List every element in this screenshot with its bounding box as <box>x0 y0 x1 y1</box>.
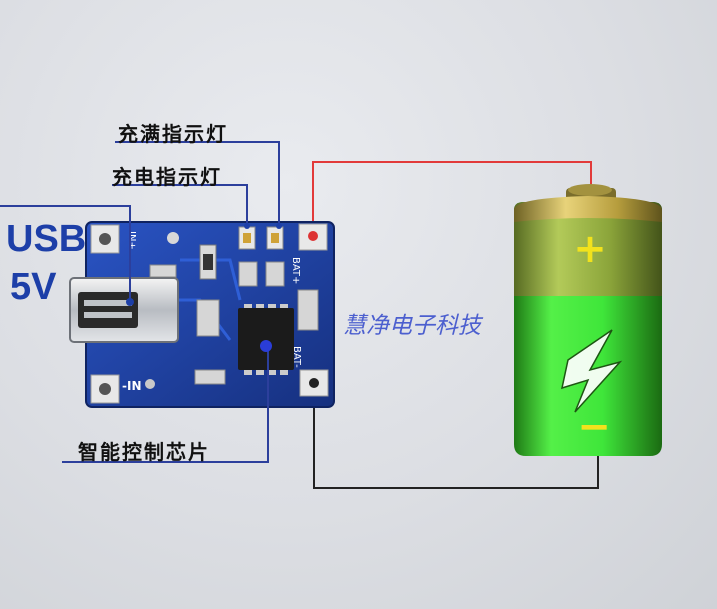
callout-dot-full <box>276 223 282 229</box>
battery <box>514 184 662 456</box>
negative-wire <box>313 383 599 489</box>
usb-connector <box>69 277 179 343</box>
component-6 <box>149 264 177 278</box>
charger-board: IN+ -IN BAT+ BAT- <box>69 221 335 408</box>
voltage-label: 5V <box>10 266 57 308</box>
silk-bat-plus: BAT+ <box>290 257 301 284</box>
silk-in-plus: IN+ <box>126 231 137 250</box>
watermark: 慧净电子科技 <box>343 313 481 339</box>
usb-label: USB <box>6 218 87 260</box>
callout-dot-chip <box>260 340 272 352</box>
positive-wire <box>312 161 592 233</box>
battery-minus-sign: − <box>577 404 611 450</box>
component-3 <box>297 289 319 331</box>
component-2 <box>196 299 220 337</box>
pad-in-minus <box>90 374 120 404</box>
silk-in-minus: -IN <box>122 379 142 393</box>
silk-bat-minus: BAT- <box>291 346 302 368</box>
callout-dot-usb <box>126 298 134 306</box>
battery-plus-sign: + <box>573 226 607 272</box>
component-4 <box>194 369 226 385</box>
control-chip <box>238 304 294 375</box>
charge-indicator-label: 充电指示灯 <box>112 165 222 189</box>
chip-label: 智能控制芯片 <box>78 440 210 464</box>
callout-dot-charge <box>244 223 250 229</box>
callout-lines <box>0 141 280 463</box>
full-indicator-label: 充满指示灯 <box>118 122 228 146</box>
